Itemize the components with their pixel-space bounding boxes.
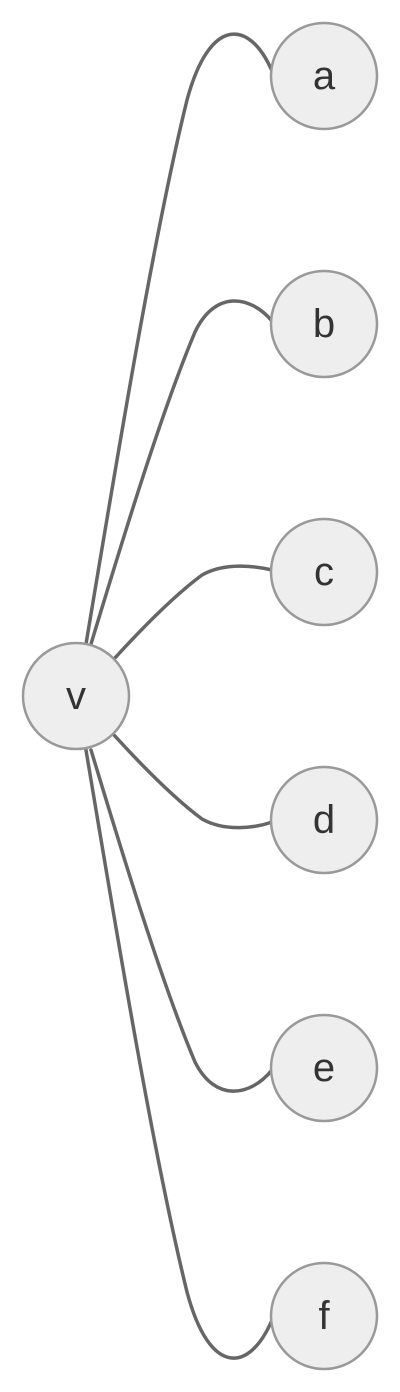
- node-a[interactable]: a: [269, 21, 379, 131]
- edge-v-b: [89, 299, 274, 646]
- nodes: a b c d e f v: [21, 21, 379, 1371]
- node-c[interactable]: c: [269, 517, 379, 627]
- node-label-v: v: [66, 674, 86, 718]
- node-label-b: b: [313, 302, 335, 346]
- node-e[interactable]: e: [269, 1013, 379, 1123]
- node-label-f: f: [318, 1294, 330, 1338]
- node-v[interactable]: v: [21, 641, 131, 751]
- edges: [84, 32, 274, 1360]
- edge-v-a: [84, 32, 274, 646]
- node-label-e: e: [313, 1046, 335, 1090]
- edge-v-e: [89, 748, 274, 1093]
- node-d[interactable]: d: [269, 765, 379, 875]
- node-f[interactable]: f: [269, 1261, 379, 1371]
- node-b[interactable]: b: [269, 269, 379, 379]
- edge-v-d: [112, 733, 274, 830]
- edge-v-f: [84, 748, 274, 1360]
- edge-v-c: [112, 564, 274, 661]
- node-label-d: d: [313, 798, 335, 842]
- node-label-c: c: [314, 550, 334, 594]
- node-label-a: a: [313, 54, 336, 98]
